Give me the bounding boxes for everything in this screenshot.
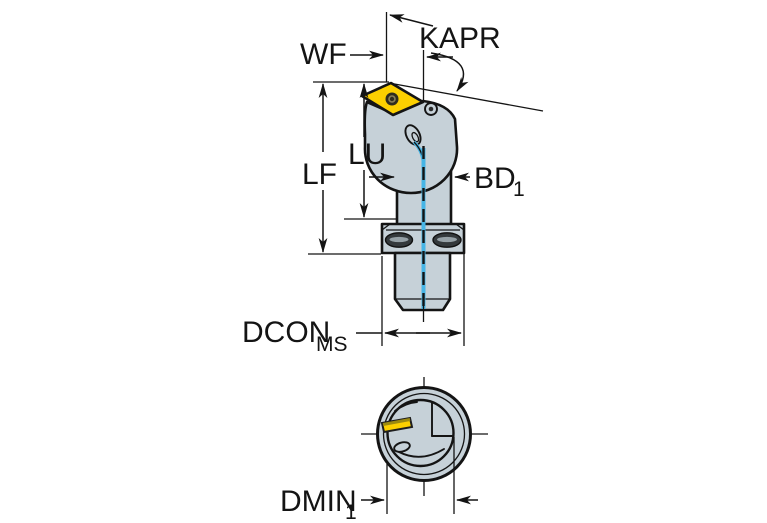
kapr-angle-arc-arrow: [430, 52, 469, 92]
label-lf: LF: [302, 158, 337, 191]
dimension-dmin1: DMIN 1: [280, 437, 478, 523]
screw-hole-bottom: [393, 441, 411, 453]
coupling-outer-circle: [376, 386, 472, 482]
label-bd1-subscript: 1: [513, 178, 525, 201]
flange-slot-left: [384, 232, 414, 248]
label-dmin1: DMIN: [280, 485, 357, 518]
tool-head: [363, 99, 459, 195]
insert-bottom-shade-edge: [382, 418, 411, 426]
label-bd1: BD: [474, 162, 516, 195]
flange-chamfer-right: [455, 223, 465, 231]
dimension-kapr: KAPR: [389, 14, 501, 92]
label-wf: WF: [300, 38, 347, 71]
dimension-lf: LF: [302, 82, 337, 254]
dimension-dcon: DCON MS: [242, 233, 465, 356]
side-view: KAPR WF LF LU BD 1: [242, 12, 544, 356]
coupling-inner-circle: [382, 392, 466, 476]
cutting-edge-extension-line: [388, 82, 544, 112]
reference-lines: [308, 12, 544, 255]
kapr-leader-arrow: [389, 14, 434, 27]
insert-bottom: [380, 416, 414, 434]
label-lu: LU: [348, 138, 386, 171]
bore-circle: [386, 398, 455, 468]
coolant-centerline: [412, 50, 426, 322]
label-dcon-subscript: MS: [316, 333, 348, 356]
flange-slot-right: [432, 232, 462, 248]
bottom-view: DMIN 1: [280, 377, 488, 523]
dimension-wf: WF: [300, 38, 385, 71]
clamp-screw-center: [428, 106, 434, 112]
label-dmin1-subscript: 1: [345, 501, 357, 523]
dimension-lu: LU: [348, 82, 386, 219]
head-outline: [363, 99, 459, 195]
dimension-bd1: BD 1: [369, 162, 525, 201]
coolant-hole-inner: [411, 131, 420, 143]
flange-chamfer-left: [381, 223, 391, 231]
label-dcon: DCON: [242, 316, 330, 349]
insert-screw-hole: [385, 92, 399, 106]
bore-lower-arc: [398, 448, 445, 458]
insert-screw-hex: [388, 95, 396, 103]
bore-upper-arc: [394, 401, 418, 412]
label-kapr: KAPR: [419, 22, 501, 55]
